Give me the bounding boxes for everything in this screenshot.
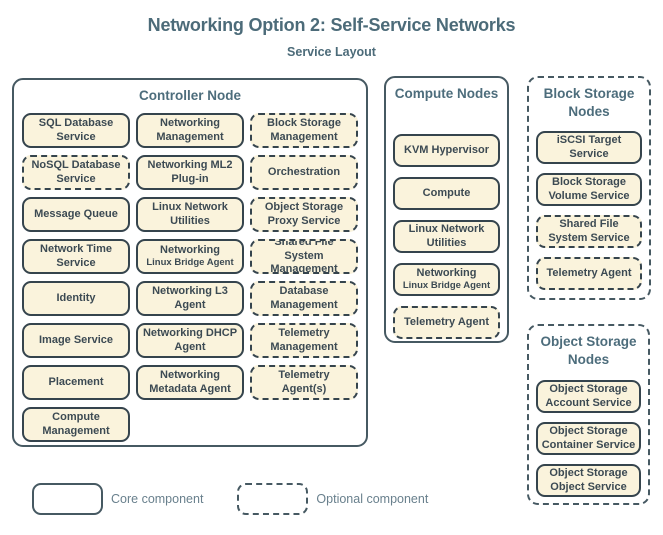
service-label: Object Storage Proxy Service xyxy=(264,201,344,227)
service-label: SQL Database Service xyxy=(38,117,114,143)
service-label: iSCSI Target Service xyxy=(556,134,622,160)
legend-core-swatch xyxy=(32,483,103,515)
service-shared-file-system-service: Shared File System Service xyxy=(536,215,642,248)
service-label: Database Management xyxy=(270,285,338,311)
service-label: Linux Network Utilities xyxy=(152,201,228,227)
service-label: Telemetry Agent xyxy=(404,315,489,328)
service-label: Compute Management xyxy=(42,411,110,437)
service-networking-management: Networking Management xyxy=(136,113,244,148)
block-storage-nodes-title: Block Storage Nodes xyxy=(543,86,635,119)
service-iscsi-target-service: iSCSI Target Service xyxy=(536,131,642,164)
service-telemetry-agent: Telemetry Agent xyxy=(536,257,642,290)
service-label: Network Time Service xyxy=(40,243,112,269)
service-image-service: Image Service xyxy=(22,323,130,358)
service-label: Block Storage Volume Service xyxy=(548,176,630,202)
service-label: Object Storage Object Service xyxy=(549,467,628,493)
service-label: Identity xyxy=(56,291,96,304)
service-compute-management: Compute Management xyxy=(22,407,130,442)
service-label: Networking xyxy=(416,267,477,280)
service-linux-network-utilities: Linux Network Utilities xyxy=(136,197,244,232)
diagram-title: Networking Option 2: Self-Service Networ… xyxy=(147,15,516,35)
service-label: NoSQL Database Service xyxy=(31,159,121,185)
service-label: Object Storage Account Service xyxy=(545,383,632,409)
service-block-storage-volume-service: Block Storage Volume Service xyxy=(536,173,642,206)
service-label: Shared File System Management xyxy=(270,239,338,274)
service-label: Networking ML2 Plug-in xyxy=(147,159,233,185)
service-telemetry-agent: Telemetry Agent xyxy=(393,306,500,339)
legend-optional-label: Optional component xyxy=(316,492,429,506)
block-storage-nodes-group: Block Storage Nodes iSCSI Target Service… xyxy=(527,76,651,300)
service-object-storage-object-service: Object Storage Object Service xyxy=(536,464,641,497)
service-label: Image Service xyxy=(39,333,113,346)
service-network-time-service: Network Time Service xyxy=(22,239,130,274)
service-label: Compute xyxy=(422,186,471,199)
service-object-storage-container-service: Object Storage Container Service xyxy=(536,422,641,455)
service-networking-l3-agent: Networking L3 Agent xyxy=(136,281,244,316)
service-label: Telemetry Agent(s) xyxy=(278,369,330,395)
legend-optional-swatch xyxy=(237,483,309,515)
service-telemetry-management: Telemetry Management xyxy=(250,323,358,358)
object-storage-nodes-title: Object Storage Nodes xyxy=(540,334,637,367)
service-nosql-database-service: NoSQL Database Service xyxy=(22,155,130,190)
service-label: Networking L3 Agent xyxy=(152,285,228,311)
service-database-management: Database Management xyxy=(250,281,358,316)
service-object-storage-account-service: Object Storage Account Service xyxy=(536,380,641,413)
compute-nodes-title: Compute Nodes xyxy=(394,86,499,101)
service-label: Networking DHCP Agent xyxy=(142,327,238,353)
legend: Core component Optional component xyxy=(32,483,462,515)
service-label: Message Queue xyxy=(34,207,118,220)
service-identity: Identity xyxy=(22,281,130,316)
legend-core-label: Core component xyxy=(111,492,204,506)
service-label: Linux Network Utilities xyxy=(408,223,485,249)
controller-node-title: Controller Node xyxy=(138,88,241,103)
service-label: Object Storage Container Service xyxy=(541,425,636,451)
service-block-storage-management: Block Storage Management xyxy=(250,113,358,148)
service-telemetry-agent-s: Telemetry Agent(s) xyxy=(250,365,358,400)
service-kvm-hypervisor: KVM Hypervisor xyxy=(393,134,500,167)
service-label: Telemetry Agent xyxy=(546,266,632,279)
service-sql-database-service: SQL Database Service xyxy=(22,113,130,148)
service-label: Networking Management xyxy=(156,117,224,143)
service-message-queue: Message Queue xyxy=(22,197,130,232)
service-sublabel: Linux Bridge Agent xyxy=(146,256,234,268)
service-label: Block Storage Management xyxy=(267,117,341,143)
service-networking-metadata-agent: Networking Metadata Agent xyxy=(136,365,244,400)
service-label: Networking xyxy=(160,244,220,257)
controller-services: SQL Database Service Networking Managemen… xyxy=(22,113,358,442)
service-linux-network-utilities: Linux Network Utilities xyxy=(393,220,500,253)
service-label: KVM Hypervisor xyxy=(404,143,489,156)
service-label: Shared File System Service xyxy=(548,218,630,244)
service-shared-file-system-management: Shared File System Management xyxy=(250,239,358,274)
service-label: Placement xyxy=(48,375,104,388)
service-label: Networking Metadata Agent xyxy=(149,369,231,395)
service-networking-ml2-plug-in: Networking ML2 Plug-in xyxy=(136,155,244,190)
service-orchestration: Orchestration xyxy=(250,155,358,190)
service-sublabel: Linux Bridge Agent xyxy=(402,279,491,291)
service-compute: Compute xyxy=(393,177,500,210)
object-storage-nodes-group: Object Storage Nodes Object Storage Acco… xyxy=(527,324,650,505)
service-object-storage-proxy-service: Object Storage Proxy Service xyxy=(250,197,358,232)
service-label: Orchestration xyxy=(267,165,341,178)
service-label: Telemetry Management xyxy=(270,327,338,353)
service-networking-dhcp-agent: Networking DHCP Agent xyxy=(136,323,244,358)
service-placement: Placement xyxy=(22,365,130,400)
diagram-subtitle: Service Layout xyxy=(287,45,376,59)
